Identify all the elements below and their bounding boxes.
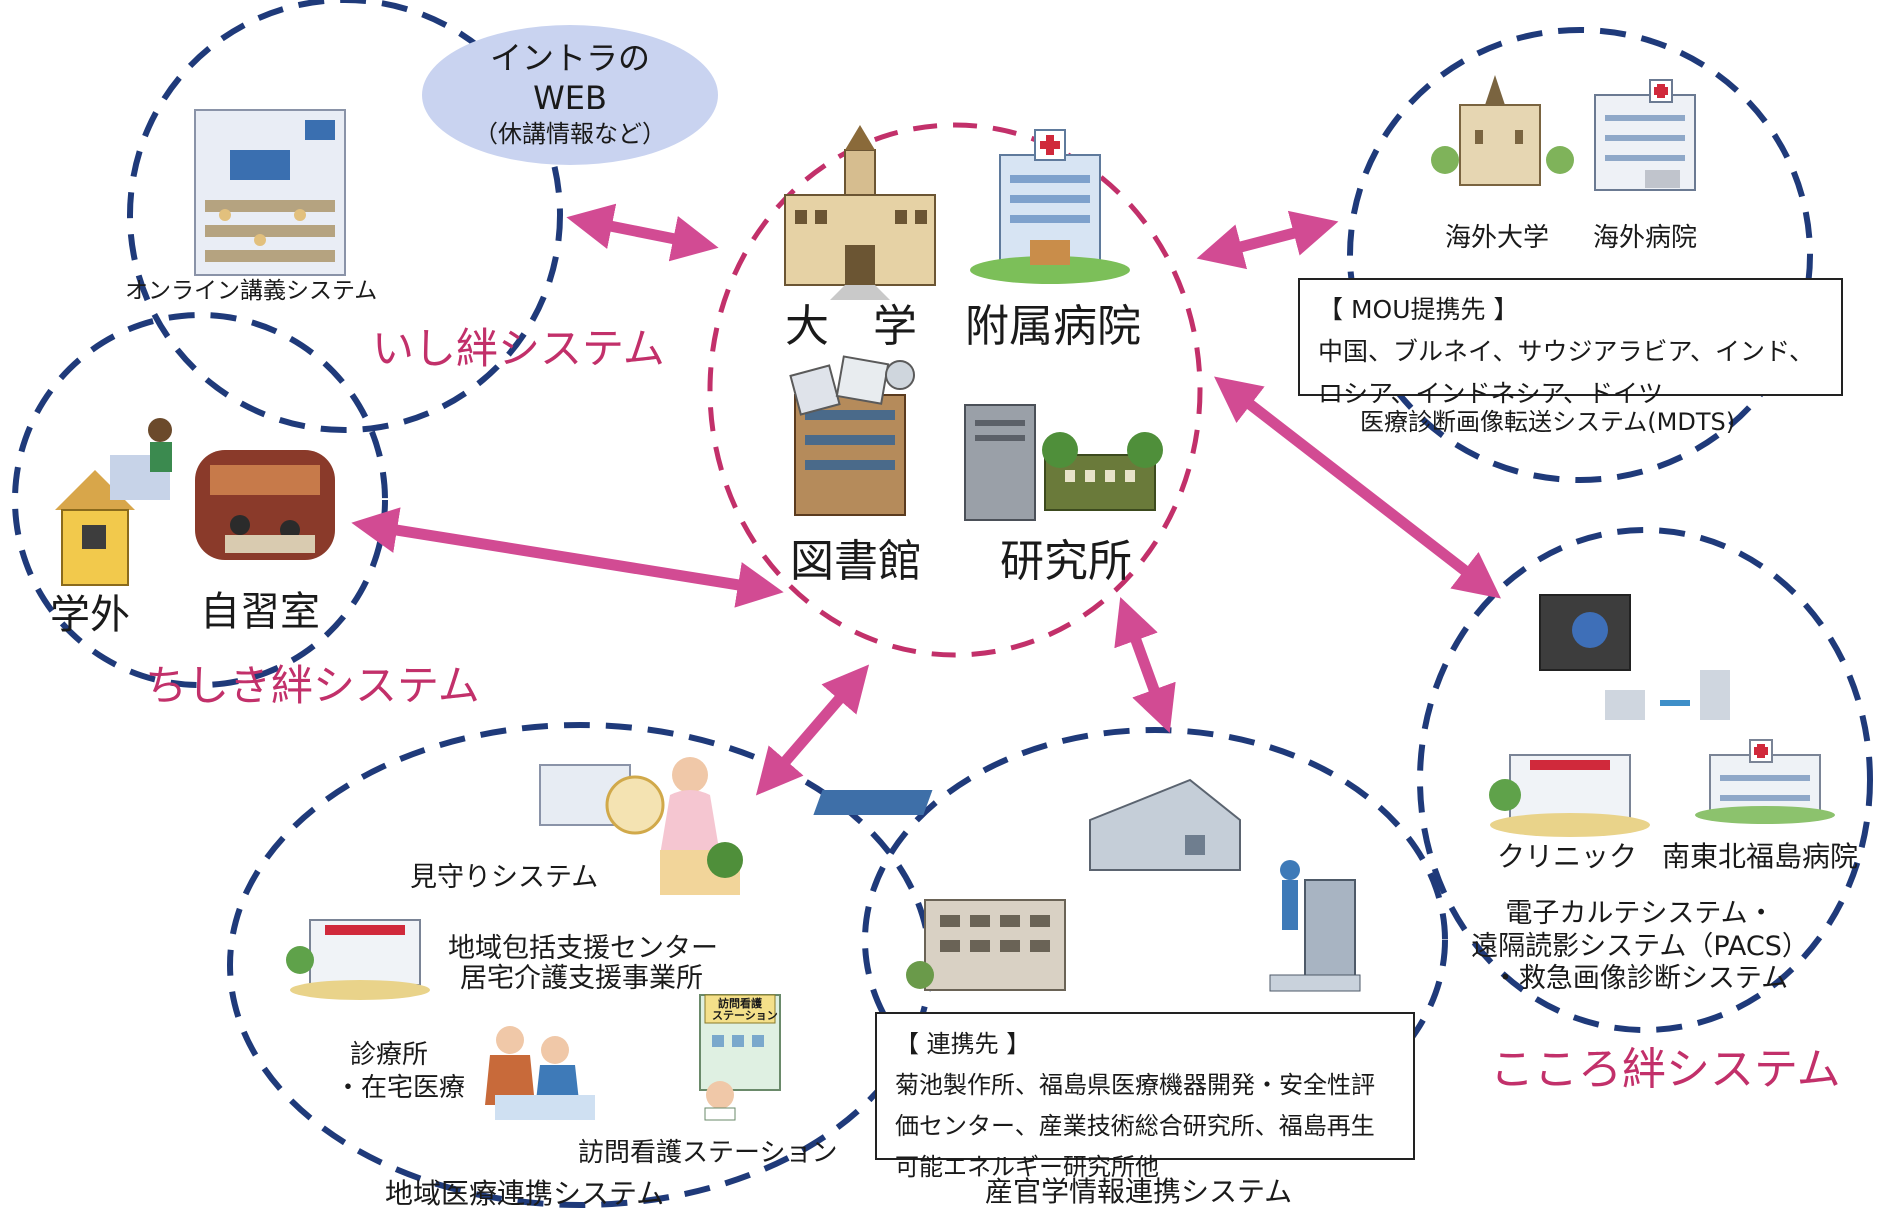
portable-device-icon bbox=[1539, 594, 1730, 720]
partner-line2: 価センター、産業技術総合研究所、福島再生 bbox=[895, 1112, 1375, 1140]
arrow-ishi-center bbox=[566, 203, 719, 262]
chishiki-circle bbox=[12, 312, 388, 688]
overseas-hospital-label: 海外病院 bbox=[1593, 223, 1698, 253]
arrow-chishiki-center bbox=[351, 507, 784, 608]
self-study-label: 自習室 bbox=[200, 589, 320, 635]
community-support-center-label: 地域包括支援センター bbox=[448, 933, 718, 964]
university-building-icon bbox=[784, 125, 936, 300]
visiting-nurse-station-label: 訪問看護ステーション bbox=[578, 1138, 838, 1168]
center-circle bbox=[707, 122, 1203, 658]
hospital-building-icon bbox=[1695, 739, 1835, 824]
station-sign-line2: ステーション bbox=[712, 1009, 778, 1022]
kokoro-system-title: こころ絆システム bbox=[1490, 1044, 1841, 1095]
partner-title: 【 連携先 】 bbox=[895, 1030, 1031, 1058]
clinic-label: クリニック bbox=[1497, 840, 1638, 873]
clinic-building-icon bbox=[1489, 754, 1650, 837]
station-sign-line1: 訪問看護 bbox=[718, 997, 762, 1010]
watch-system-label: 見守りシステム bbox=[410, 862, 599, 893]
arrow-center-regional bbox=[755, 664, 870, 796]
south-tohoku-hospital-label: 南東北福島病院 bbox=[1662, 840, 1859, 873]
intranet-label-line1: イントラの bbox=[489, 39, 650, 77]
home-care-icon bbox=[485, 1026, 595, 1120]
study-room-icon bbox=[195, 450, 335, 560]
arrow-center-overseas bbox=[1196, 210, 1339, 270]
nurse-icon bbox=[539, 757, 743, 895]
hospital-building-icon bbox=[970, 129, 1130, 284]
ishi-system-title: いし絆システム bbox=[372, 324, 665, 373]
online-lecture-label: オンライン講義システム bbox=[125, 278, 378, 304]
research-institute-icon bbox=[964, 404, 1163, 521]
university-label: 大 学 bbox=[785, 301, 917, 352]
intranet-label-line3: （休講情報など） bbox=[474, 120, 666, 148]
research-institute-label: 研究所 bbox=[1000, 536, 1132, 587]
clinic-home-care-label1: 診療所 bbox=[350, 1040, 429, 1070]
library-label: 図書館 bbox=[790, 536, 922, 587]
factory-icon bbox=[813, 778, 1241, 991]
clinic-home-care-label2: ・在宅医療 bbox=[335, 1073, 466, 1103]
robot-arm-icon bbox=[1269, 860, 1361, 992]
house-icon bbox=[55, 418, 172, 586]
industry-partners-box: 【 連携先 】 菊池製作所、福島県医療機器開発・安全性評 価センター、産業技術総… bbox=[875, 1012, 1415, 1181]
intranet-label-line2: WEB bbox=[533, 79, 607, 117]
mou-line2: ロシア、インドネシア、ドイツ bbox=[1318, 379, 1664, 408]
partner-line3: 可能エネルギー研究所他 bbox=[895, 1153, 1159, 1181]
regional-system-title: 地域医療連携システム bbox=[385, 1177, 665, 1210]
arrow-center-kokoro bbox=[1214, 376, 1501, 599]
outside-campus-label: 学外 bbox=[50, 592, 130, 638]
ehr-system-label: 電子カルテシステム・ bbox=[1505, 898, 1775, 929]
partner-line1: 菊池製作所、福島県医療機器開発・安全性評 bbox=[895, 1071, 1375, 1099]
arrow-center-industry bbox=[1114, 596, 1176, 734]
kokoro-circle bbox=[1417, 527, 1873, 1033]
emergency-imaging-label: ・救急画像診断システム bbox=[1491, 963, 1789, 994]
mou-line1: 中国、ブルネイ、サウジアラビア、インド、 bbox=[1318, 337, 1815, 366]
pacs-system-label: 遠隔読影システム（PACS） bbox=[1471, 931, 1809, 962]
home-care-office-label: 居宅介護支援事業所 bbox=[460, 963, 703, 994]
overseas-hospital-icon bbox=[1594, 79, 1696, 191]
mou-partners-box: 【 MOU提携先 】 中国、ブルネイ、サウジアラビア、インド、 ロシア、インドネ… bbox=[1298, 278, 1843, 408]
lecture-hall-icon bbox=[194, 109, 346, 276]
mdts-label: 医療診断画像転送システム(MDTS) bbox=[1360, 408, 1736, 436]
affiliated-hospital-label: 附属病院 bbox=[965, 301, 1141, 352]
library-building-icon bbox=[789, 355, 915, 516]
mou-title: 【 MOU提携先 】 bbox=[1318, 295, 1519, 324]
care-station-icon bbox=[699, 994, 781, 1121]
clinic-building-icon bbox=[286, 919, 430, 1000]
overseas-university-icon bbox=[1431, 75, 1574, 186]
industry-system-title: 産官学情報連携システム bbox=[985, 1175, 1293, 1208]
chishiki-system-title: ちしき絆システム bbox=[145, 661, 480, 710]
ishi-circle bbox=[127, 0, 563, 433]
overseas-circle bbox=[1347, 27, 1813, 483]
intranet-web-bubble bbox=[422, 25, 718, 165]
overseas-university-label: 海外大学 bbox=[1445, 223, 1550, 253]
